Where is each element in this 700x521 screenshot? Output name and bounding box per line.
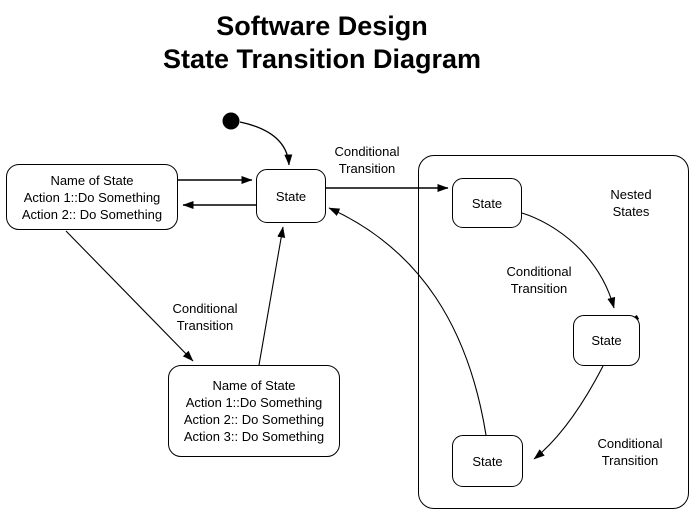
state-box-nested-bottom: State xyxy=(452,435,523,487)
state-action-text: Action 2:: Do Something xyxy=(183,412,325,427)
edge-label-line2: Transition xyxy=(510,281,568,296)
state-name-text: Name of State xyxy=(50,172,134,188)
state-action-text: Action 2:: Do Something xyxy=(21,206,163,222)
edge-label-line2: Transition xyxy=(601,453,659,468)
diagram-title: Software Design State Transition Diagram xyxy=(0,10,644,76)
edge-label-line2: Transition xyxy=(176,318,234,333)
edge-label-line2: Transition xyxy=(338,161,396,176)
state-box-center: State xyxy=(256,169,326,223)
edge-bottom-to-center xyxy=(258,226,286,366)
diagram-title-line2: State Transition Diagram xyxy=(162,44,482,74)
initial-state-dot xyxy=(222,112,240,130)
edge-label-line1: Conditional xyxy=(334,144,400,159)
edge-initial-to-center xyxy=(239,121,293,166)
state-label-text: State xyxy=(471,195,503,211)
state-action-text: Action 1::Do Something xyxy=(23,189,161,205)
edge-label-line1: Conditional xyxy=(172,301,238,316)
state-box-nested-top: State xyxy=(452,178,522,228)
state-action-text: Action 3:: Do Something xyxy=(183,429,325,444)
edge-label-nested-top-to-middle: Conditional Transition xyxy=(474,263,604,297)
edge-label-center-to-nested: Conditional Transition xyxy=(302,143,432,177)
edge-label-nested-middle-to-bottom: Conditional Transition xyxy=(565,435,695,469)
state-name-text: Name of State xyxy=(212,378,296,393)
edge-left-to-bottom xyxy=(65,230,194,362)
state-label-text: State xyxy=(472,453,503,469)
state-box-bottom: Name of State Action 1::Do Something Act… xyxy=(168,365,340,457)
nested-states-container xyxy=(418,155,689,509)
diagram-title-line1: Software Design xyxy=(216,11,428,41)
nested-states-label-line2: States xyxy=(612,204,650,219)
edge-label-line1: Conditional xyxy=(506,264,572,279)
nested-states-label: Nested States xyxy=(571,186,691,220)
state-box-nested-middle: State xyxy=(573,315,640,366)
nested-states-label-line1: Nested xyxy=(610,187,652,202)
edge-label-left-to-bottom: Conditional Transition xyxy=(140,300,270,334)
state-label-text: State xyxy=(591,333,622,348)
edge-nested-middle-to-bottom xyxy=(533,365,604,460)
edge-label-line1: Conditional xyxy=(597,436,663,451)
edge-nested-top-to-middle xyxy=(521,212,616,309)
state-label-text: State xyxy=(275,188,307,204)
edge-nested-bottom-to-center xyxy=(328,207,487,436)
state-action-text: Action 1::Do Something xyxy=(185,395,323,410)
state-box-left: Name of State Action 1::Do Something Act… xyxy=(6,164,178,230)
